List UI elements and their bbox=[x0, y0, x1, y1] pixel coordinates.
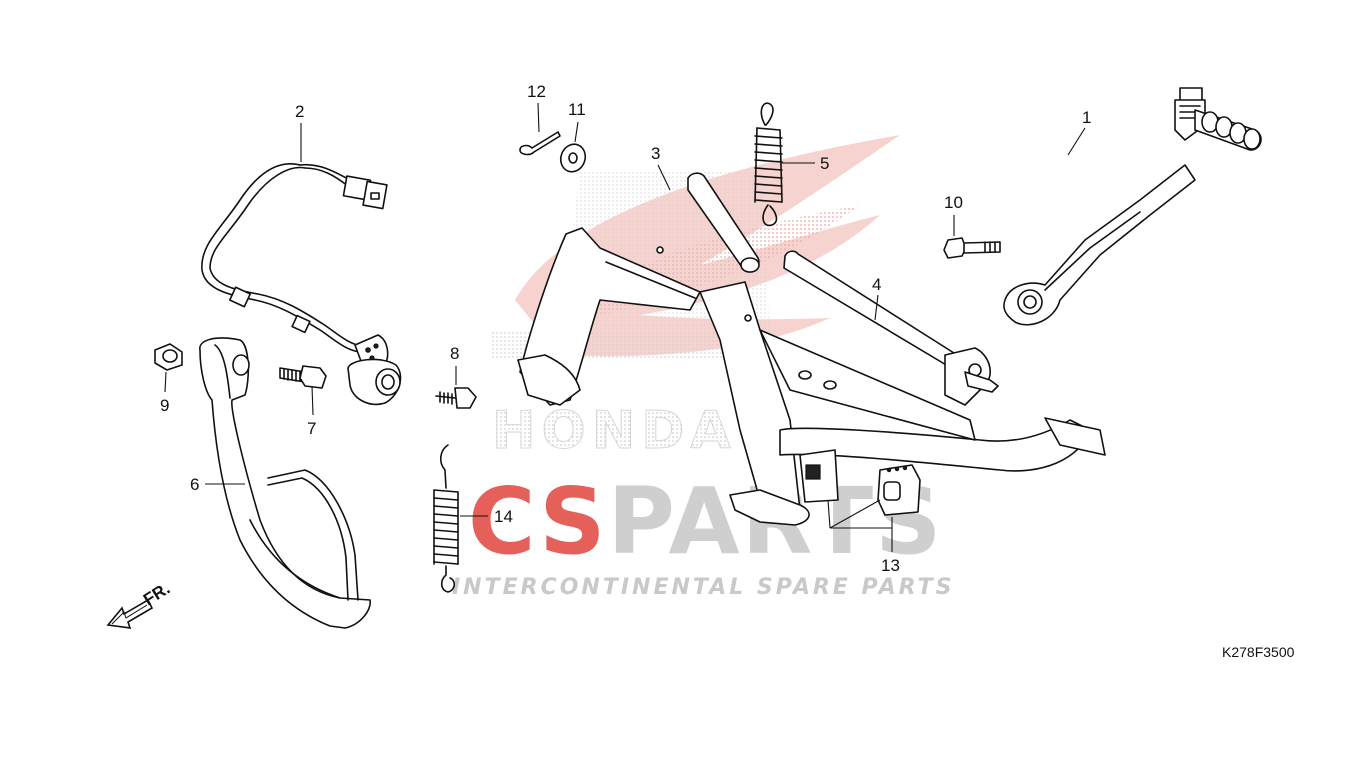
part-8-bolt bbox=[435, 387, 477, 409]
watermark-tagline: INTERCONTINENTAL SPARE PARTS bbox=[452, 575, 954, 600]
part-3-main-stand bbox=[517, 172, 1106, 526]
part-11-washer bbox=[559, 143, 587, 173]
callout-3: 3 bbox=[651, 144, 660, 163]
callout-7: 7 bbox=[307, 419, 316, 438]
callout-9: 9 bbox=[160, 396, 169, 415]
part-6-brake-pedal bbox=[199, 337, 371, 629]
callout-12: 12 bbox=[527, 82, 546, 101]
part-5-spring bbox=[754, 102, 783, 227]
part-2-switch-harness bbox=[201, 163, 402, 405]
callout-1: 1 bbox=[1082, 108, 1091, 127]
part-7-bolt bbox=[279, 365, 327, 389]
callout-11: 11 bbox=[568, 100, 586, 119]
part-4-stand-shaft bbox=[783, 250, 999, 406]
drawing-code: K278F3500 bbox=[1222, 644, 1295, 660]
part-10-bolt bbox=[943, 237, 1001, 259]
watermark-maker-text: HONDA bbox=[492, 401, 737, 461]
watermark-brand-red: CS bbox=[468, 468, 607, 575]
callout-6: 6 bbox=[190, 475, 199, 494]
part-9-nut bbox=[154, 343, 183, 371]
callout-13: 13 bbox=[881, 556, 900, 575]
front-direction-arrow: FR. bbox=[106, 579, 173, 629]
callout-8: 8 bbox=[450, 344, 459, 363]
part-12-cotter-pin bbox=[519, 131, 561, 156]
callout-14: 14 bbox=[494, 507, 513, 526]
callout-numbers: 1 2 3 4 5 6 7 8 9 10 11 12 13 14 bbox=[160, 82, 1091, 575]
callout-4: 4 bbox=[872, 275, 881, 294]
callout-5: 5 bbox=[820, 154, 829, 173]
part-13-stopper-rubber bbox=[877, 464, 921, 516]
watermark-brand: CSPARTS bbox=[468, 468, 943, 575]
part-1-kick-arm bbox=[1003, 87, 1262, 326]
callout-10: 10 bbox=[944, 193, 963, 212]
callout-2: 2 bbox=[295, 102, 304, 121]
leader-lines bbox=[164, 102, 1086, 552]
part-14-spring bbox=[433, 444, 459, 593]
